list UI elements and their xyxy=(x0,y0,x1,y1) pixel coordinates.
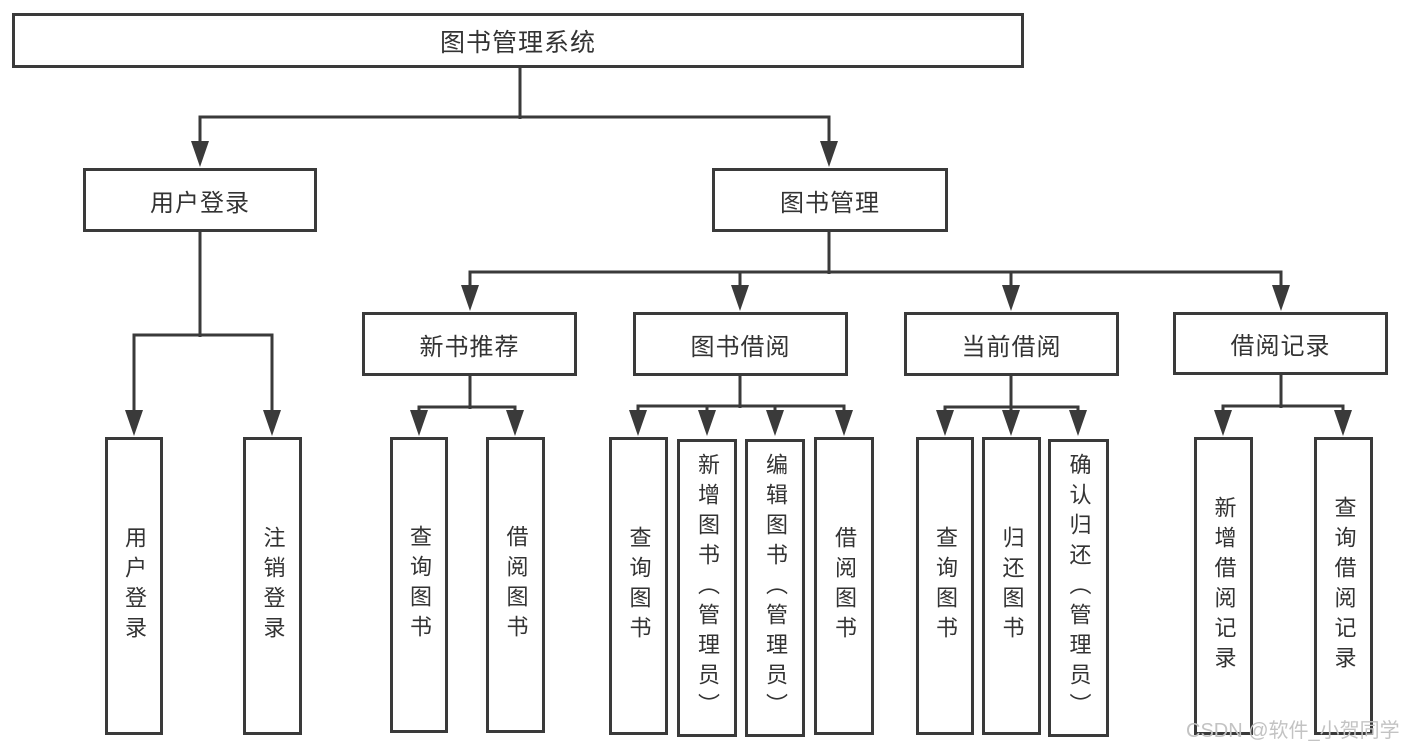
arrowhead-icon xyxy=(766,410,784,436)
root-label: 图书管理系统 xyxy=(439,28,596,57)
category-label: 借阅记录 xyxy=(1230,333,1331,360)
arrowhead-icon xyxy=(629,410,647,436)
branch-label: 用户登录 xyxy=(150,189,250,217)
arrowhead-icon xyxy=(936,410,954,436)
arrowhead-icon xyxy=(1214,410,1232,436)
category-label: 图书借阅 xyxy=(690,333,791,361)
arrowhead-icon xyxy=(263,410,281,436)
leaf-box-confirm-return-admin: 确认归还（管理员） xyxy=(1048,439,1109,737)
leaf-label: 用户登录 xyxy=(122,526,147,646)
leaf-label: 查询图书 xyxy=(626,526,652,646)
leaf-label: 新增图书（管理员） xyxy=(695,453,720,723)
branch-label: 图书管理 xyxy=(780,189,880,217)
leaf-label: 查询图书 xyxy=(407,525,432,645)
leaf-label: 确认归还（管理员） xyxy=(1066,453,1092,723)
watermark: CSDN @软件_小贺同学 xyxy=(1186,720,1400,742)
leaf-label: 新增借阅记录 xyxy=(1211,496,1237,676)
category-box-book-borrow: 图书借阅 xyxy=(633,312,848,376)
arrowhead-icon xyxy=(125,410,143,436)
leaf-box-add-books-admin: 新增图书（管理员） xyxy=(677,439,737,737)
arrowhead-icon xyxy=(1272,285,1290,311)
arrowhead-icon xyxy=(820,141,838,167)
connector-current-borrow-group xyxy=(936,376,1087,436)
leaf-label: 归还图书 xyxy=(999,526,1025,646)
arrowhead-icon xyxy=(506,410,524,436)
connector-management-bus xyxy=(461,232,1290,311)
leaf-box-edit-books-admin: 编辑图书（管理员） xyxy=(745,439,805,737)
connector-root-bus xyxy=(191,68,838,167)
leaf-box-query-books: 查询图书 xyxy=(916,437,974,735)
leaf-box-logout: 注销登录 xyxy=(243,437,302,735)
category-box-current-borrow: 当前借阅 xyxy=(904,312,1119,376)
leaf-label: 借阅图书 xyxy=(832,526,857,646)
root-box-library-system: 图书管理系统 xyxy=(12,13,1024,68)
arrowhead-icon xyxy=(1002,285,1020,311)
category-box-new-book-recommend: 新书推荐 xyxy=(362,312,577,376)
arrowhead-icon xyxy=(731,285,749,311)
leaf-box-borrow-books: 借阅图书 xyxy=(814,437,874,735)
connector-new-book-group xyxy=(410,376,524,436)
leaf-box-query-books: 查询图书 xyxy=(609,437,668,735)
arrowhead-icon xyxy=(1334,410,1352,436)
branch-box-book-management: 图书管理 xyxy=(712,168,948,232)
category-box-borrow-record: 借阅记录 xyxy=(1173,312,1388,375)
leaf-box-user-login: 用户登录 xyxy=(105,437,163,735)
connector-borrow-record-group xyxy=(1214,375,1352,436)
leaf-label: 查询借阅记录 xyxy=(1331,496,1357,676)
connector-user-login-group xyxy=(125,232,281,436)
leaf-box-borrow-books: 借阅图书 xyxy=(486,437,545,733)
leaf-label: 注销登录 xyxy=(260,526,286,646)
branch-box-user-login: 用户登录 xyxy=(83,168,317,232)
arrowhead-icon xyxy=(698,410,716,436)
category-label: 新书推荐 xyxy=(419,333,520,361)
arrowhead-icon xyxy=(835,410,853,436)
leaf-box-return-books: 归还图书 xyxy=(982,437,1041,735)
category-label: 当前借阅 xyxy=(961,333,1062,361)
arrowhead-icon xyxy=(191,141,209,167)
arrowhead-icon xyxy=(461,285,479,311)
connector-book-borrow-group xyxy=(629,376,853,436)
leaf-label: 编辑图书（管理员） xyxy=(763,453,788,723)
leaf-box-query-borrow-record: 查询借阅记录 xyxy=(1314,437,1373,735)
arrowhead-icon xyxy=(1069,410,1087,436)
leaf-label: 查询图书 xyxy=(933,526,958,646)
arrowhead-icon xyxy=(1002,410,1020,436)
arrowhead-icon xyxy=(410,410,428,436)
leaf-box-add-borrow-record: 新增借阅记录 xyxy=(1194,437,1253,735)
leaf-label: 借阅图书 xyxy=(503,525,529,645)
leaf-box-query-books: 查询图书 xyxy=(390,437,448,733)
